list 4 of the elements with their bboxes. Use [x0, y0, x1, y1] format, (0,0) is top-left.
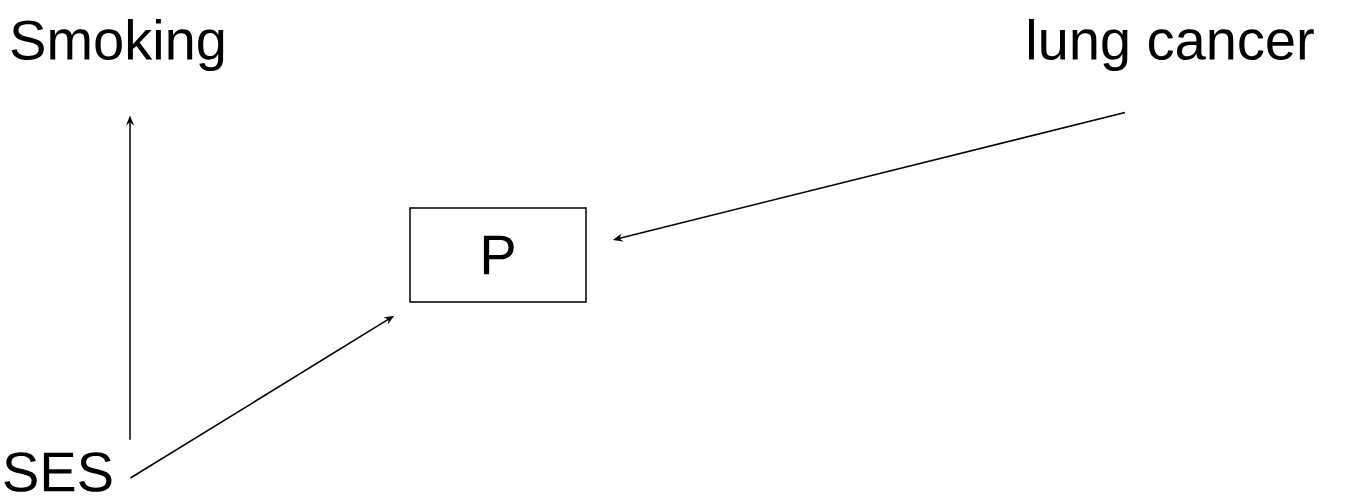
node-label: SES — [4, 452, 112, 492]
node-label: Smoking — [11, 18, 224, 72]
node-label: lung cancer — [1029, 18, 1314, 72]
process-box: P — [409, 207, 587, 303]
